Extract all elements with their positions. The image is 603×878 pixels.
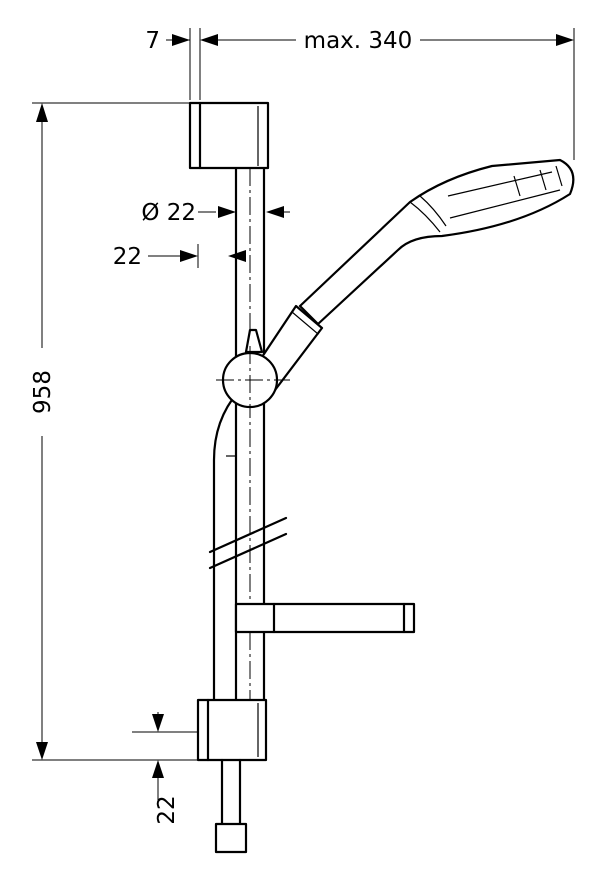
arrow-up-icon — [36, 103, 48, 122]
wall-offset-label: 7 — [145, 28, 160, 54]
diameter-label: Ø 22 — [141, 200, 196, 226]
height-label: 958 — [30, 370, 56, 414]
arrow-right-icon — [556, 34, 574, 46]
bottom-offset-label: 22 — [154, 795, 180, 824]
arrow-right-icon — [172, 34, 190, 46]
arrow-left-icon — [266, 206, 284, 218]
arrow-right-icon — [180, 250, 198, 262]
slider-joint — [216, 328, 290, 412]
height-dimension: 958 — [30, 102, 200, 761]
rail-width-label: 22 — [113, 244, 142, 270]
rail-width-dimension: 22 — [113, 244, 246, 270]
bottom-offset-dimension: 22 — [132, 712, 198, 825]
top-dimension: 7 max. 340 — [145, 28, 575, 160]
break-lines — [208, 516, 288, 570]
hose-end — [214, 758, 248, 854]
bottom-wall-bracket — [196, 698, 268, 762]
arrow-down-icon — [36, 742, 48, 760]
hand-shower — [298, 158, 575, 326]
arrow-down-icon — [152, 714, 164, 732]
arrow-right-icon — [218, 206, 236, 218]
soap-shelf — [234, 602, 416, 634]
diameter-dimension: Ø 22 — [141, 200, 290, 226]
arrow-up-icon — [152, 760, 164, 778]
top-wall-bracket — [188, 101, 270, 170]
arrow-left-icon — [200, 34, 218, 46]
max-reach-label: max. 340 — [304, 28, 413, 54]
